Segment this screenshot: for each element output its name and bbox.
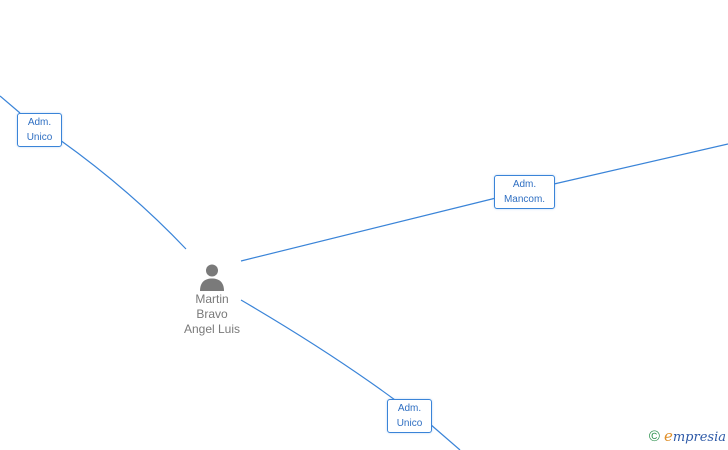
edge-top-left-inner bbox=[59, 139, 187, 250]
edge-label-line: Unico bbox=[396, 418, 423, 429]
brand-logo: empresia bbox=[664, 427, 726, 447]
person-node[interactable]: Martin Bravo Angel Luis bbox=[170, 262, 254, 337]
edge-label-line: Adm. bbox=[27, 117, 52, 128]
edge-label-line: Adm. bbox=[397, 403, 422, 414]
empresia-watermark: © empresia bbox=[648, 427, 726, 447]
edge-label-adm-unico-bottom[interactable]: Adm. Unico bbox=[387, 399, 432, 433]
edge-top-left-outer bbox=[0, 95, 21, 114]
brand-initial: e bbox=[663, 427, 673, 445]
person-name-line: Angel Luis bbox=[183, 322, 241, 336]
edge-label-line: Mancom. bbox=[503, 194, 546, 205]
brand-name: mpresia bbox=[672, 430, 726, 445]
edge-label-line: Unico bbox=[26, 132, 53, 143]
copyright-icon: © bbox=[648, 428, 660, 445]
person-name-line: Martin bbox=[195, 292, 229, 306]
edge-label-adm-mancom[interactable]: Adm. Mancom. bbox=[494, 175, 555, 209]
edge-bottom-inner bbox=[240, 299, 396, 401]
edge-label-line: Adm. bbox=[512, 179, 537, 190]
person-name-line: Bravo bbox=[196, 307, 228, 321]
edge-right-outer bbox=[553, 143, 728, 185]
edge-right-inner bbox=[240, 197, 497, 262]
person-icon bbox=[200, 264, 224, 291]
edge-bottom-outer bbox=[429, 423, 461, 450]
edge-label-adm-unico-top[interactable]: Adm. Unico bbox=[17, 113, 62, 147]
